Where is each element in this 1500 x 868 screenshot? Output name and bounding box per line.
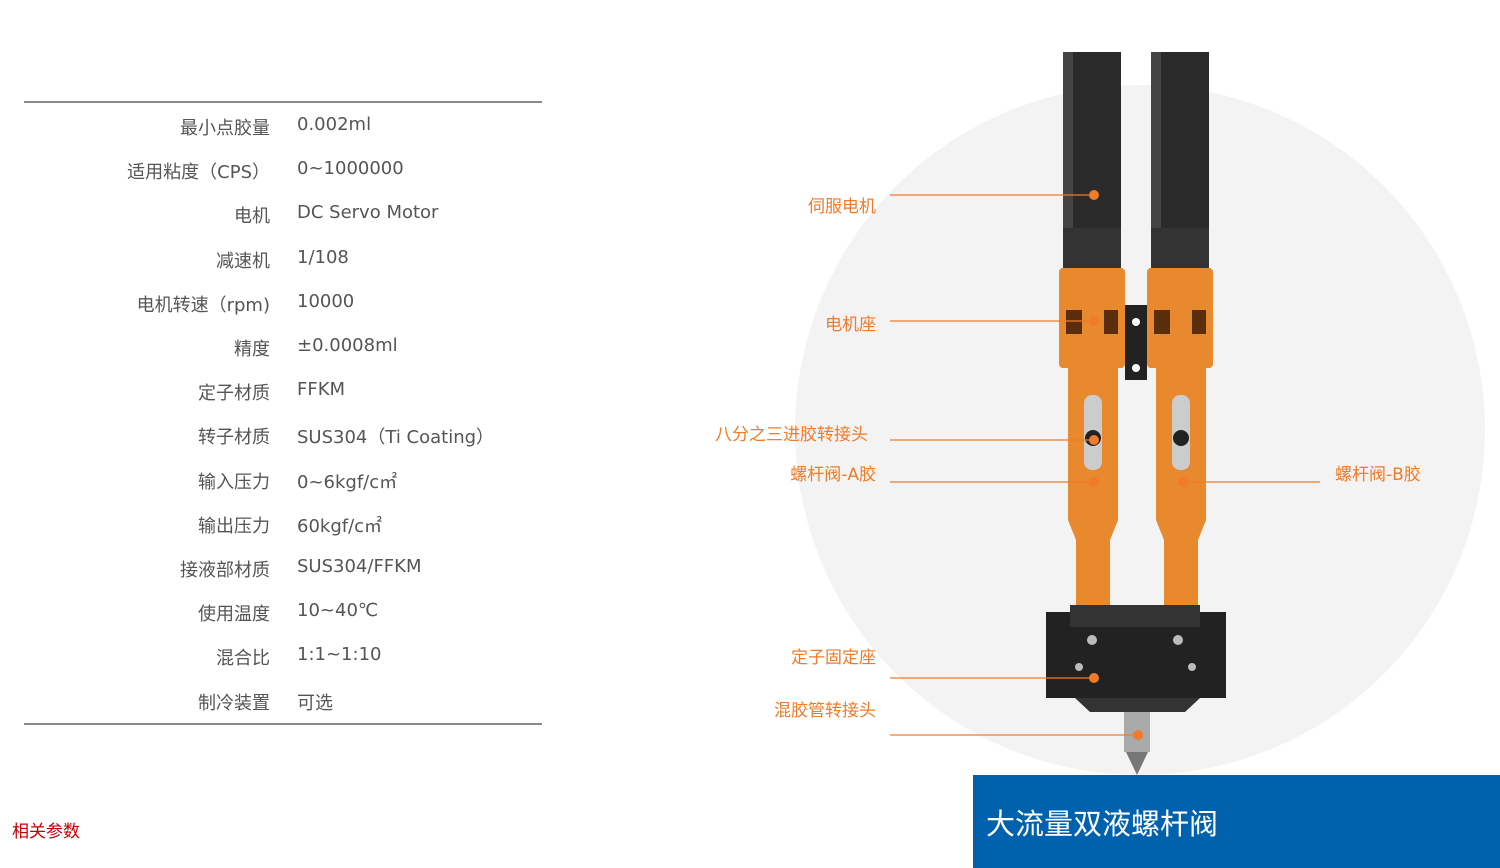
spec-label: 接液部材质 [180, 560, 270, 581]
spec-label: 输出压力 [198, 515, 270, 537]
spec-value: 1:1~1:10 [297, 644, 382, 666]
spec-row: 使用温度 10~40℃ [0, 600, 600, 630]
spec-value: 0.002ml [297, 114, 372, 135]
spec-row: 制冷装置 可选 [0, 689, 600, 719]
callout-mixer-adapter: 混胶管转接头 [774, 701, 876, 721]
spec-value: 0~6kgf/c㎡ [297, 471, 398, 493]
spec-row: 适用粘度（CPS） 0~1000000 [0, 158, 600, 188]
spec-value: SUS304（Ti Coating） [297, 427, 495, 449]
product-title: 大流量双液螺杆阀 [986, 807, 1219, 841]
servo-motor-a [1063, 52, 1121, 268]
table-top-rule [24, 101, 542, 103]
table-bottom-rule [24, 723, 542, 725]
spec-row: 输出压力 60kgf/c㎡ [0, 512, 600, 542]
spec-value: 可选 [297, 692, 333, 714]
valve-body-b [1156, 368, 1206, 615]
spec-label: 精度 [234, 339, 270, 360]
spec-label: 定子材质 [198, 383, 270, 405]
spec-row: 电机 DC Servo Motor [0, 202, 600, 232]
valve-body-a [1068, 368, 1118, 615]
spec-value: 10~40℃ [297, 600, 379, 622]
section-label: 相关参数 [12, 822, 80, 842]
spec-value: 0~1000000 [297, 158, 404, 180]
spec-row: 转子材质 SUS304（Ti Coating） [0, 423, 600, 453]
spec-label: 制冷装置 [198, 692, 270, 714]
spec-value: DC Servo Motor [297, 202, 439, 224]
spec-value: 60kgf/c㎡ [297, 515, 383, 537]
spec-row: 减速机 1/108 [0, 247, 600, 277]
servo-motor-b [1151, 52, 1209, 268]
spec-row: 电机转速（rpm) 10000 [0, 291, 600, 321]
spec-row: 接液部材质 SUS304/FFKM [0, 556, 600, 586]
background-circle [795, 85, 1485, 775]
spec-label: 最小点胶量 [180, 118, 270, 139]
spec-label: 转子材质 [198, 427, 270, 449]
callout-motor-mount: 电机座 [825, 315, 876, 335]
motor-mount-b [1147, 268, 1213, 368]
spec-row: 定子材质 FFKM [0, 379, 600, 409]
spec-value: 10000 [297, 290, 355, 312]
spec-label: 电机 [234, 206, 270, 228]
callout-stator-mount: 定子固定座 [791, 648, 876, 668]
callout-inlet-adapter: 八分之三进胶转接头 [715, 425, 868, 445]
spec-label: 电机转速（rpm) [136, 294, 270, 316]
spec-row: 精度 ±0.0008ml [0, 335, 600, 365]
spec-value: ±0.0008ml [297, 335, 398, 356]
spec-row: 最小点胶量 0.002ml [0, 114, 600, 144]
spec-label: 输入压力 [198, 471, 270, 493]
spec-value: SUS304/FFKM [297, 556, 422, 577]
product-title-banner: 大流量双液螺杆阀 [973, 775, 1500, 868]
spec-label: 混合比 [216, 648, 270, 670]
callout-valve-b: 螺杆阀-B胶 [1335, 465, 1421, 485]
bridge-plate [1125, 305, 1147, 380]
spec-row: 输入压力 0~6kgf/c㎡ [0, 468, 600, 498]
spec-label: 适用粘度（CPS） [127, 162, 270, 184]
spec-value: 1/108 [297, 246, 349, 268]
callout-servo-motor: 伺服电机 [808, 197, 876, 217]
spec-row: 混合比 1:1~1:10 [0, 644, 600, 674]
spec-value: FFKM [297, 379, 346, 401]
spec-label: 减速机 [216, 250, 270, 272]
spec-label: 使用温度 [198, 604, 270, 626]
callout-valve-a: 螺杆阀-A胶 [790, 465, 876, 485]
